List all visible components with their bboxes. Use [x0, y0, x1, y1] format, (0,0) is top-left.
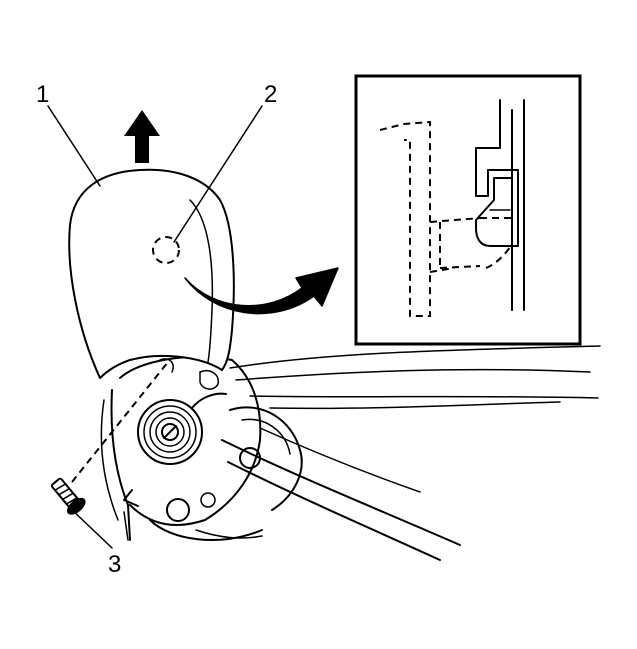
curved-arrow-icon: [184, 267, 339, 315]
detail-inset: [354, 74, 582, 346]
headrest-cover: [68, 168, 235, 379]
callout-1: 1: [36, 81, 49, 108]
coil-spring-icon: [137, 392, 227, 465]
callout-leaders: [47, 105, 263, 549]
up-arrow-icon: [124, 110, 160, 163]
callout-3: 3: [108, 551, 121, 578]
recliner-mechanism: [100, 345, 601, 561]
clip-location-marker: [152, 236, 180, 264]
callout-2: 2: [264, 81, 277, 108]
screw-icon: [50, 361, 169, 515]
